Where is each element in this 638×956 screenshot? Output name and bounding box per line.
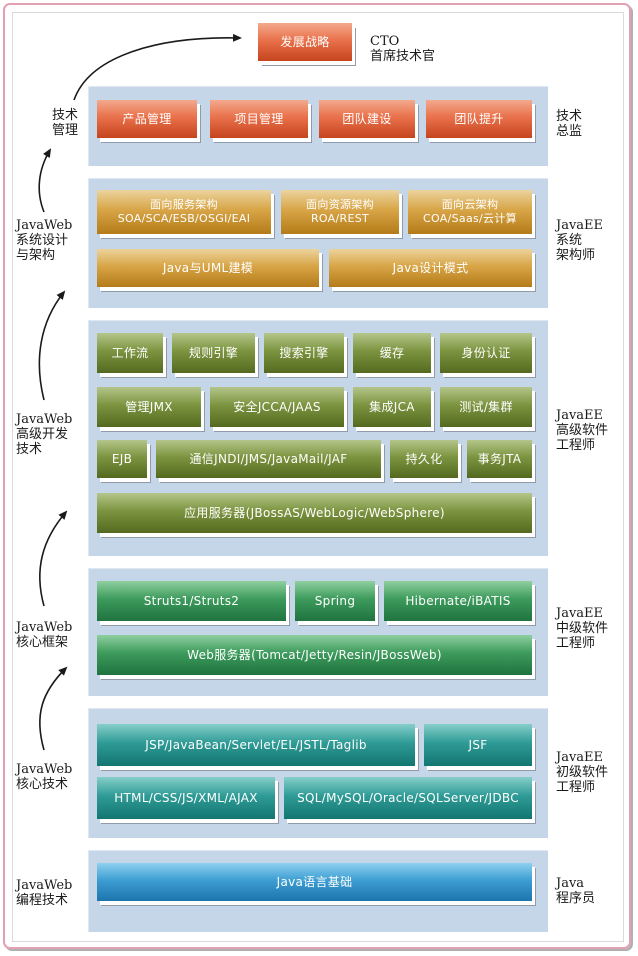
outer-frame [3,3,631,949]
arrow-to-tech-management [38,148,52,213]
box-struts: Struts1/Struts2 [97,581,286,621]
inner-frame [12,12,624,942]
box-html-css-js: HTML/CSS/JS/XML/AJAX [97,777,275,819]
box-search-engine: 搜索引擎 [264,333,344,373]
box-project-management: 项目管理 [210,100,308,138]
box-team-improvement: 团队提升 [426,100,532,138]
box-security: 安全JCCA/JAAS [210,387,344,427]
box-java-basics: Java语言基础 [97,863,532,901]
box-app-server: 应用服务器(JBossAS/WebLogic/WebSphere) [97,493,532,533]
box-java-uml: Java与UML建模 [97,249,319,287]
box-team-building: 团队建设 [319,100,415,138]
box-java-design-patterns: Java设计模式 [329,249,532,287]
box-hibernate: Hibernate/iBATIS [384,581,532,621]
box-jsp: JSP/JavaBean/Servlet/EL/JSTL/Taglib [97,724,415,766]
box-cache: 缓存 [353,333,431,373]
box-spring: Spring [295,581,375,621]
label-right-tech-director: 技术总监 [556,109,583,139]
box-jca: 集成JCA [353,387,431,427]
box-jmx: 管理JMX [97,387,201,427]
arrow-to-cto [73,33,242,101]
label-left-tech-management: 技术管理 [52,108,79,138]
box-product-management: 产品管理 [97,100,197,138]
arrow-to-architecture [38,290,66,401]
box-jsf: JSF [424,724,532,766]
box-sql: SQL/MySQL/Oracle/SQLServer/JDBC [284,777,532,819]
box-rule-engine: 规则引擎 [172,333,255,373]
box-development-strategy: 发展战略 [258,23,352,61]
box-test-cluster: 测试/集群 [440,387,532,427]
arrow-to-core-framework [39,666,68,751]
box-persistence: 持久化 [390,440,458,478]
box-workflow: 工作流 [97,333,163,373]
box-identity-auth: 身份认证 [440,333,532,373]
box-web-server: Web服务器(Tomcat/Jetty/Resin/JBossWeb) [97,635,532,675]
box-ejb: EJB [97,440,147,478]
box-communication: 通信JNDI/JMS/JavaMail/JAF [156,440,381,478]
box-transaction: 事务JTA [467,440,532,478]
arrow-to-advanced [38,510,68,607]
